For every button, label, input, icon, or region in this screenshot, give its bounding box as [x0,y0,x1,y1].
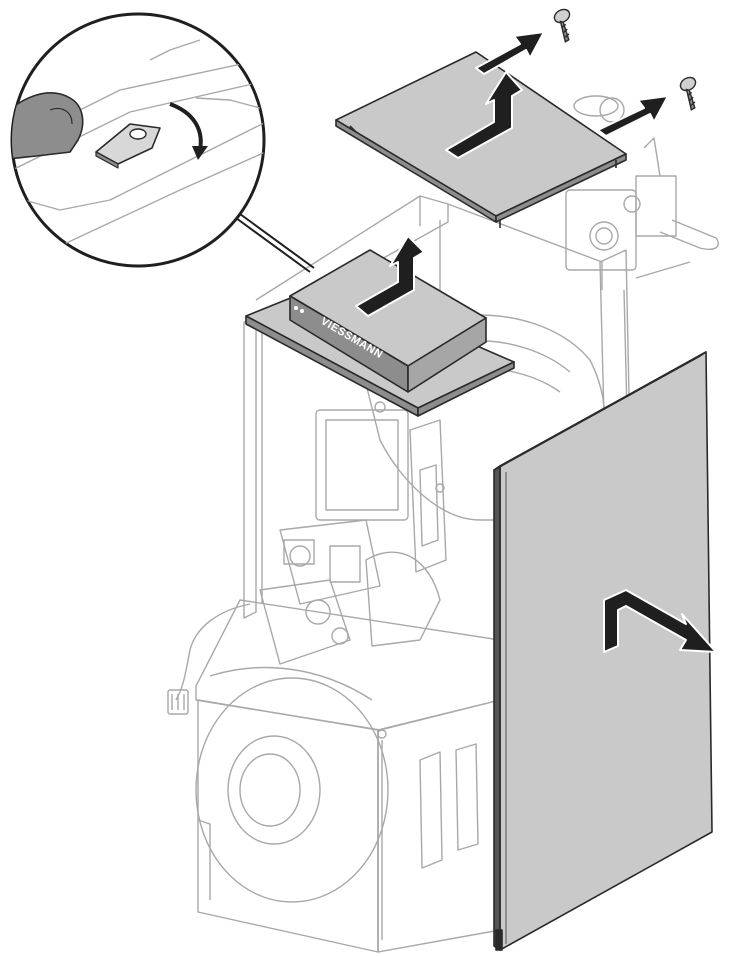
side-panel-arrow-icon [603,589,717,653]
heat-exchanger-drum [195,677,389,903]
frame-left-side [243,317,257,619]
boiler-outline [167,95,719,953]
detail-callout [10,12,315,273]
rotate-arrow-icon [169,102,203,151]
status-led-icon [294,306,298,310]
screws [553,8,697,111]
control-unit-arrow-icon [355,235,425,317]
screw-arrow-icon [597,95,669,137]
screw-icon [679,76,697,111]
callout-leader-line [235,217,311,273]
screw-arrow-icon [475,31,545,75]
power-cable [175,603,251,701]
control-unit: VIESSMANN [245,249,515,417]
removal-arrows [355,31,717,653]
screw-icon [553,8,571,43]
flue-connection [573,95,619,117]
top-panel-arrow-icon [445,71,523,159]
